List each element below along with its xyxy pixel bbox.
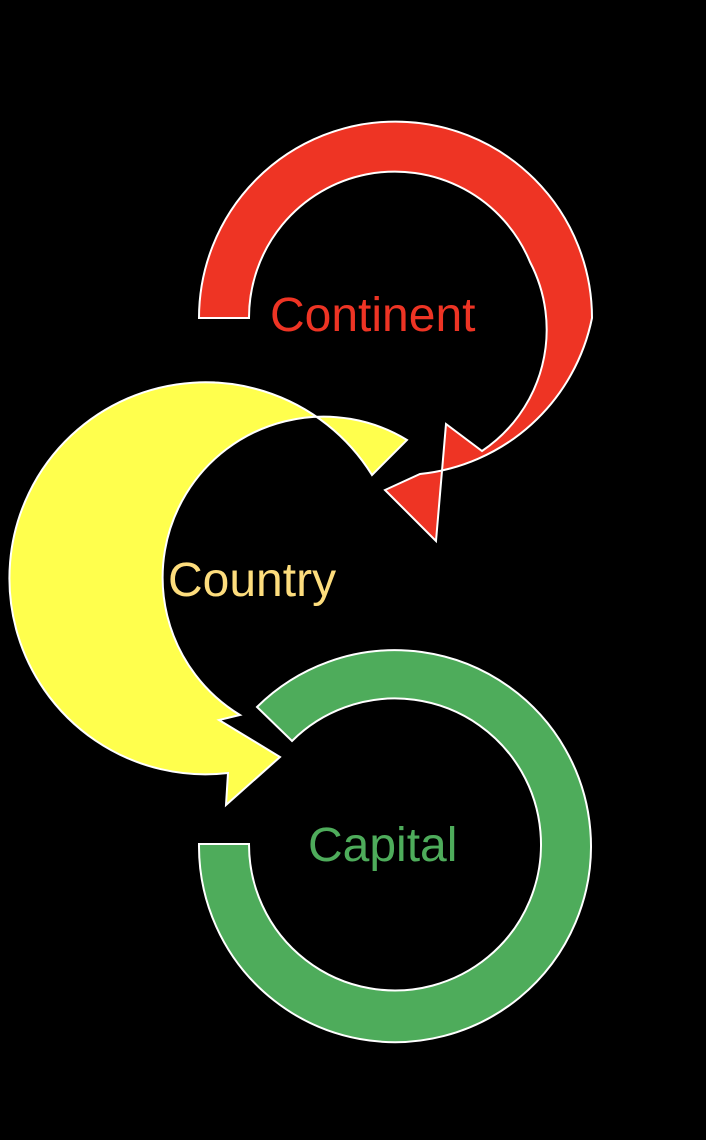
continent-arrow <box>197 120 594 544</box>
continent-label: Continent <box>270 289 476 342</box>
country-arrow <box>8 381 409 808</box>
capital-arrow <box>197 649 592 1044</box>
capital-label: Capital <box>308 819 458 872</box>
country-label: Country <box>168 554 337 607</box>
